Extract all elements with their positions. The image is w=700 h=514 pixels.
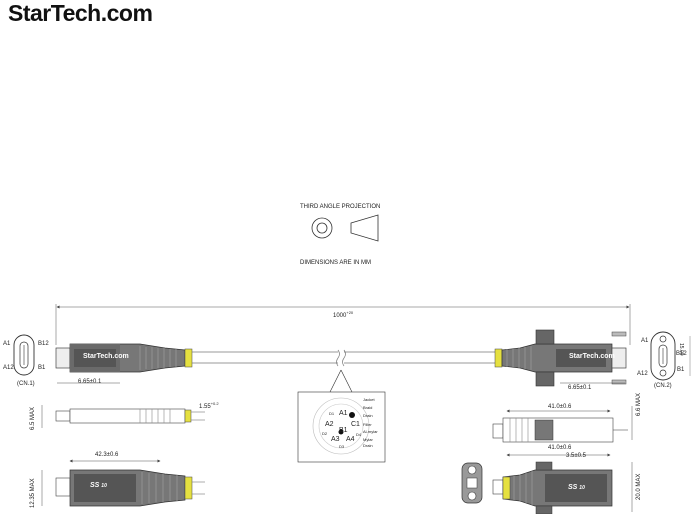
section-d2: D2 (322, 431, 328, 436)
cn2-plug-len: 6.65±0.1 (568, 385, 592, 391)
cn1-top-view (41, 459, 205, 507)
cn1-side-view (41, 405, 205, 428)
cn2-pin-b1: B1 (677, 367, 685, 373)
cn2-screw-dim: 3.5±0.5 (566, 453, 586, 459)
section-pin-c1: C1 (351, 421, 360, 428)
cn2-thickness: 6.6 MAX (636, 392, 642, 416)
projection-label: THIRD ANGLE PROJECTION (300, 204, 381, 210)
section-legend-0: Jacket (363, 397, 375, 402)
section-callout (297, 369, 386, 463)
cn2-side-view (492, 406, 633, 443)
cable-main-view (55, 329, 627, 387)
cn2-label: (CN.2) (654, 383, 672, 389)
section-legend-2: Drain (363, 413, 373, 418)
cn2-top-view (461, 453, 633, 514)
cn2-face-dim: 15.00 (678, 343, 684, 356)
cn2-overmold-logo: StarTech.com (569, 353, 615, 360)
section-legend-3: Filler (363, 422, 372, 427)
cn1-face (13, 334, 35, 376)
section-d3: D3 (339, 444, 345, 449)
section-legend-5: Mylar (363, 437, 373, 442)
overall-length-value: 1000+20 (333, 310, 354, 319)
cn1-tip-len: 1.55+0.2 (199, 401, 219, 410)
cn1-usb-logo: SS 10 (90, 482, 107, 489)
cn1-thickness: 6.5 MAX (30, 406, 36, 430)
cn2-body-height: 20.0 MAX (636, 473, 642, 500)
cn1-body-height: 12.35 MAX (30, 478, 36, 508)
section-pin-a4: A4 (346, 436, 355, 443)
cn2-body-len-top: 41.0±0.6 (548, 404, 572, 410)
section-pin-b1: B1 (339, 427, 348, 434)
section-d1: D1 (329, 411, 335, 416)
cn1-pin-a12: A12 (3, 365, 14, 371)
section-legend-6: Drain (363, 443, 373, 448)
cn2-pin-a1: A1 (641, 338, 649, 344)
projection-symbol (311, 214, 379, 242)
overall-length-dim (55, 304, 631, 345)
units-note: DIMENSIONS ARE IN MM (300, 260, 372, 266)
cn1-pin-b12: B12 (38, 341, 49, 347)
cn2-body-len-bottom: 41.0±0.6 (548, 445, 572, 451)
cn1-plug-len: 6.65±0.1 (78, 379, 102, 385)
section-pin-a1: A1 (339, 410, 348, 417)
cn1-pin-b1: B1 (38, 365, 46, 371)
section-pin-a2: A2 (325, 421, 334, 428)
cn2-face (650, 331, 691, 381)
cn2-usb-logo: SS 10 (568, 484, 585, 491)
cn1-body-len: 42.3±0.6 (95, 452, 119, 458)
section-legend-1: Braid (363, 405, 373, 410)
section-legend-4: Al-mylar (363, 429, 378, 434)
section-pin-a3: A3 (331, 436, 340, 443)
cn2-pin-b12: B12 (676, 351, 687, 357)
cn1-pin-a1: A1 (3, 341, 11, 347)
brand-logo: StarTech.com (8, 0, 153, 26)
cn1-label: (CN.1) (17, 381, 35, 387)
cn2-pin-a12: A12 (637, 371, 648, 377)
section-d4: D4 (356, 432, 362, 437)
cn1-overmold-logo: StarTech.com (83, 353, 129, 360)
